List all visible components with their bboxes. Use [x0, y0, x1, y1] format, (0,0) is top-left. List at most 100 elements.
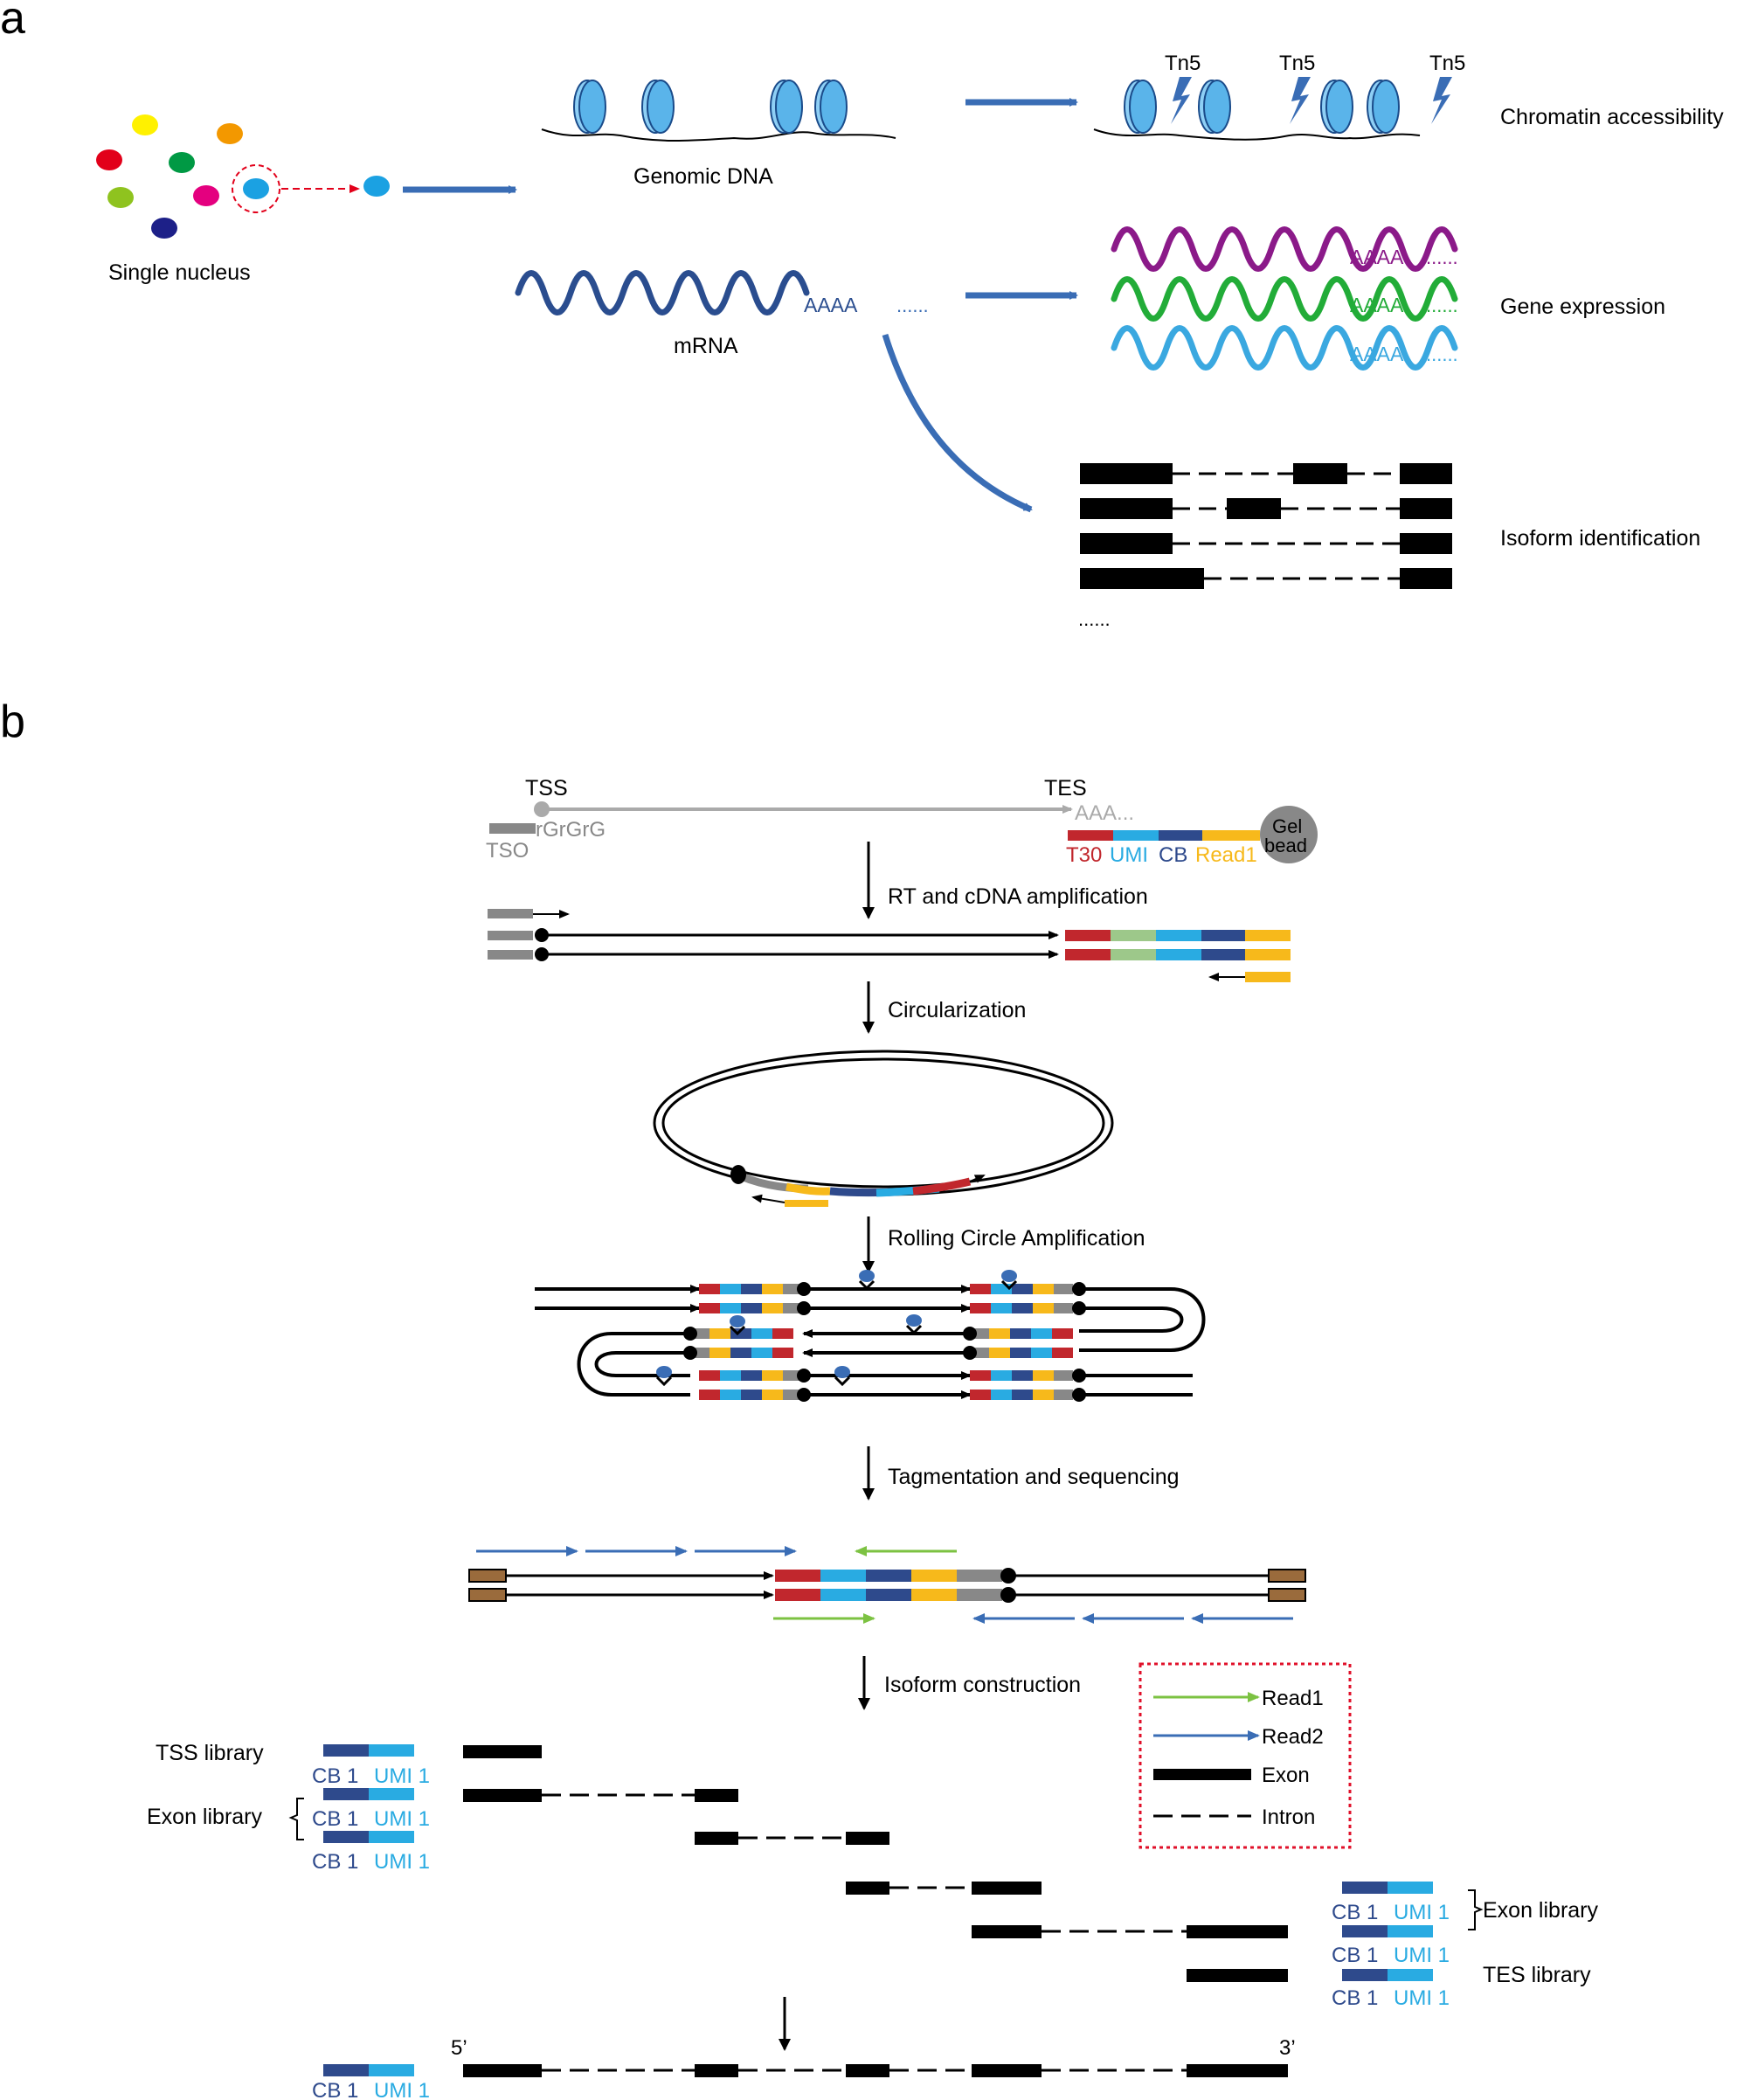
isoform-ellipsis: ...... — [1078, 608, 1111, 630]
legend-read2-label: Read2 — [1262, 1725, 1324, 1749]
rca-cassette-right — [963, 1282, 1086, 1402]
expression-wave-cyan — [1111, 325, 1458, 371]
bead-label: bead — [1264, 835, 1307, 856]
step-circ-label: Circularization — [888, 998, 1026, 1022]
gel-bead — [1260, 806, 1318, 863]
tn5-label-2: Tn5 — [1279, 52, 1315, 75]
gel-label: Gel — [1272, 815, 1302, 837]
dna-strand — [541, 128, 896, 142]
tso-label: TSO — [486, 839, 529, 863]
nucleus-red — [96, 149, 122, 170]
exon-library-right-label: Exon library — [1483, 1898, 1598, 1923]
barcode-tss-cb: CB 1 — [312, 1764, 358, 1788]
isoform-identification-label: Isoform identification — [1500, 526, 1700, 551]
nucleus-navy — [151, 218, 177, 239]
barcode-exon-right-2 — [1342, 1925, 1433, 1937]
tn5-label-1: Tn5 — [1165, 52, 1201, 75]
nucleosome-2 — [641, 80, 675, 134]
barcode-exon-left-1-cb: CB 1 — [312, 1807, 358, 1831]
circular-cdna — [653, 1050, 1114, 1207]
nucleosome-3 — [770, 80, 803, 134]
chromatin-strand — [1093, 128, 1421, 141]
mrna-to-isoform-arrow — [882, 333, 1033, 513]
cdna-product — [488, 909, 1291, 982]
nucleosome-6 — [1198, 80, 1231, 134]
tes-library-label: TES library — [1483, 1963, 1591, 1987]
barcode-tes — [1342, 1969, 1433, 1981]
tss-dot — [534, 801, 550, 817]
barcode-exon-left-1 — [323, 1788, 414, 1800]
umi-label: UMI — [1110, 843, 1148, 867]
rca-product — [535, 1270, 1206, 1402]
exon-library-left-label: Exon library — [147, 1805, 262, 1829]
barcode-exon-left-2-umi: UMI 1 — [374, 1850, 430, 1874]
full-length-isoform — [463, 2064, 1288, 2077]
barcode-final-umi: UMI 1 — [374, 2079, 430, 2100]
nucleus-selected — [243, 178, 269, 199]
rca-cassette-left — [683, 1282, 811, 1402]
step-iso-label: Isoform construction — [884, 1673, 1081, 1697]
barcode-tes-umi: UMI 1 — [1394, 1986, 1450, 2010]
barcode-tss-umi: UMI 1 — [374, 1764, 430, 1788]
tn5-bolt-2 — [1290, 77, 1311, 124]
nucleus-isolated — [363, 176, 390, 197]
tss-library-label: TSS library — [156, 1741, 264, 1765]
mrna-ellipsis: ...... — [896, 295, 929, 316]
tn5-label-3: Tn5 — [1429, 52, 1465, 75]
expression-polya-purple: AAAA — [1350, 246, 1404, 268]
exon-library-right-bracket — [1468, 1889, 1484, 1930]
chromatin-tn5: Tn5 Tn5 Tn5 — [1093, 52, 1465, 141]
panel-b-label: b — [0, 697, 25, 747]
sequencing-fragment — [468, 1546, 1306, 1624]
step-rca-label: Rolling Circle Amplification — [888, 1226, 1145, 1251]
barcode-exon-left-2-cb: CB 1 — [312, 1850, 358, 1874]
three-prime-label: 3’ — [1279, 2036, 1296, 2060]
expression-ellipsis-purple: ...... — [1426, 246, 1458, 268]
tn5-bolt-1 — [1171, 77, 1192, 124]
tn5-bolt-3 — [1431, 77, 1452, 124]
step-rt-label: RT and cDNA amplification — [888, 884, 1148, 909]
gene-expression-label: Gene expression — [1500, 295, 1665, 319]
barcode-tes-cb: CB 1 — [1332, 1986, 1378, 2010]
nucleus-magenta — [193, 185, 219, 206]
read-exon-4 — [972, 1925, 1288, 1938]
nucleus-cluster — [96, 114, 390, 239]
isoform-set: ...... — [1078, 463, 1452, 630]
read-exon-1 — [463, 1789, 738, 1802]
mrna-wave — [515, 270, 810, 315]
barcode-exon-right-1-cb: CB 1 — [1332, 1901, 1378, 1924]
oligo-primer — [1068, 830, 1260, 841]
panel-b: b TSS TES AAA... rGrGrG TSO Gel bead T30… — [0, 697, 1598, 2100]
tso-bar — [489, 823, 536, 834]
legend-exon-icon — [1153, 1769, 1251, 1780]
barcode-exon-right-1-umi: UMI 1 — [1394, 1901, 1450, 1924]
expression-wave-green — [1111, 276, 1458, 322]
barcode-exon-right-2-cb: CB 1 — [1332, 1944, 1378, 1967]
nucleosome-7 — [1320, 80, 1353, 134]
selection-circle — [232, 164, 280, 213]
step-tag-label: Tagmentation and sequencing — [888, 1465, 1180, 1489]
legend-read1-label: Read1 — [1262, 1687, 1324, 1710]
read-exon-2 — [695, 1832, 889, 1845]
single-nucleus-label: Single nucleus — [108, 260, 251, 285]
nucleosome-8 — [1367, 80, 1400, 134]
isoform-1 — [1080, 463, 1452, 484]
barcode-exon-left-2 — [323, 1831, 414, 1843]
nucleosome-5 — [1124, 80, 1157, 134]
isoform-2 — [1080, 498, 1452, 519]
read-exon-3 — [846, 1882, 1042, 1895]
panel-a-label: a — [0, 0, 25, 44]
nucleus-orange — [217, 123, 243, 144]
mrna-label: mRNA — [674, 334, 738, 358]
barcode-tss — [323, 1744, 414, 1757]
mrna-polya: AAAA — [804, 294, 858, 316]
nucleus-lime — [107, 187, 134, 208]
chromatin-accessibility-label: Chromatin accessibility — [1500, 105, 1724, 129]
expression-polya-green: AAAA — [1350, 294, 1404, 316]
t30-label: T30 — [1066, 843, 1102, 867]
read-tes — [1187, 1969, 1288, 1982]
nucleus-yellow — [132, 114, 158, 135]
read1-label: Read1 — [1195, 843, 1257, 867]
tes-label: TES — [1044, 776, 1087, 800]
